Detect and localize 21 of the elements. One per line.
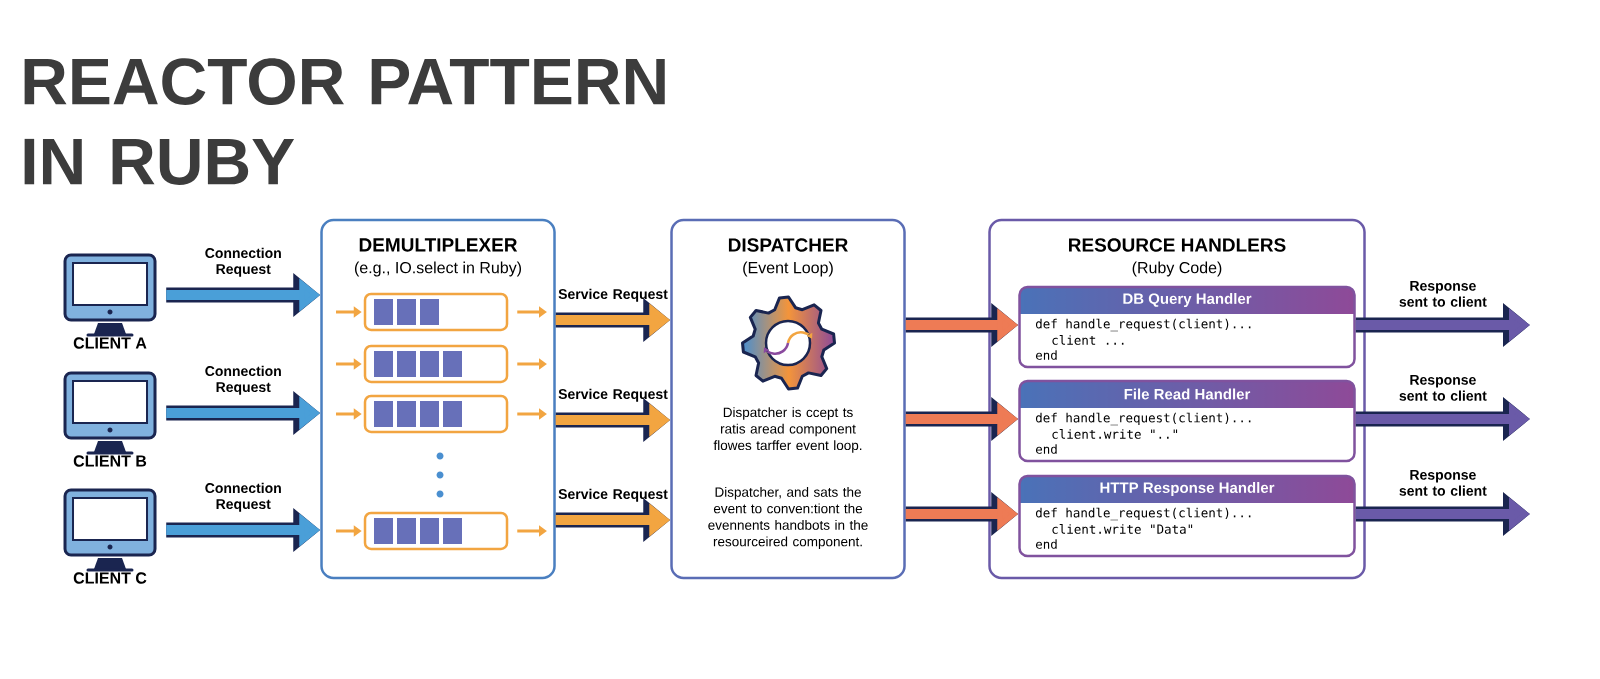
edge-label: Service Request [558, 488, 668, 502]
node-label: Dispatcher, and sats the event to conven:tiont the evennents handbots in the resourceired component. [708, 486, 868, 550]
edge-label: Service Request [558, 388, 668, 402]
node-label: DISPATCHER [728, 238, 848, 252]
handler-card: DB Query Handler def handle_request(client)... client ... end [1018, 285, 1356, 369]
edge-label: Response sent to client [1399, 281, 1487, 307]
edge-label: Service Request [558, 288, 668, 302]
client-label: CLIENT A [73, 337, 147, 349]
panel: DISPATCHER (Event Loop) Dispatcher is ccept ts ratis aread component flowes tarffer event loop. Dispatcher, and sats the event to conven:tiont the evennents handbots in the resourceired component. [670, 218, 906, 580]
edge-label: Response sent to client [1399, 470, 1487, 496]
handler-card: File Read Handler def handle_request(client)... client.write ".." end [1018, 379, 1356, 463]
node-label: Dispatcher is ccept ts ratis aread component flowes tarffer event loop. [713, 407, 862, 453]
edge-label: Connection Request [205, 247, 281, 277]
edge-label: Connection Request [205, 482, 281, 512]
edge-label: Connection Request [205, 365, 281, 395]
title: REACTOR PATTERN IN RUBY [24, 58, 665, 185]
client-label: CLIENT C [73, 572, 147, 584]
handler-card: HTTP Response Handler def handle_request(client)... client.write "Data" end [1018, 474, 1356, 558]
node-label: (Event Loop) [743, 261, 833, 277]
edge-label: Response sent to client [1399, 375, 1487, 401]
client-label: CLIENT B [73, 455, 147, 467]
